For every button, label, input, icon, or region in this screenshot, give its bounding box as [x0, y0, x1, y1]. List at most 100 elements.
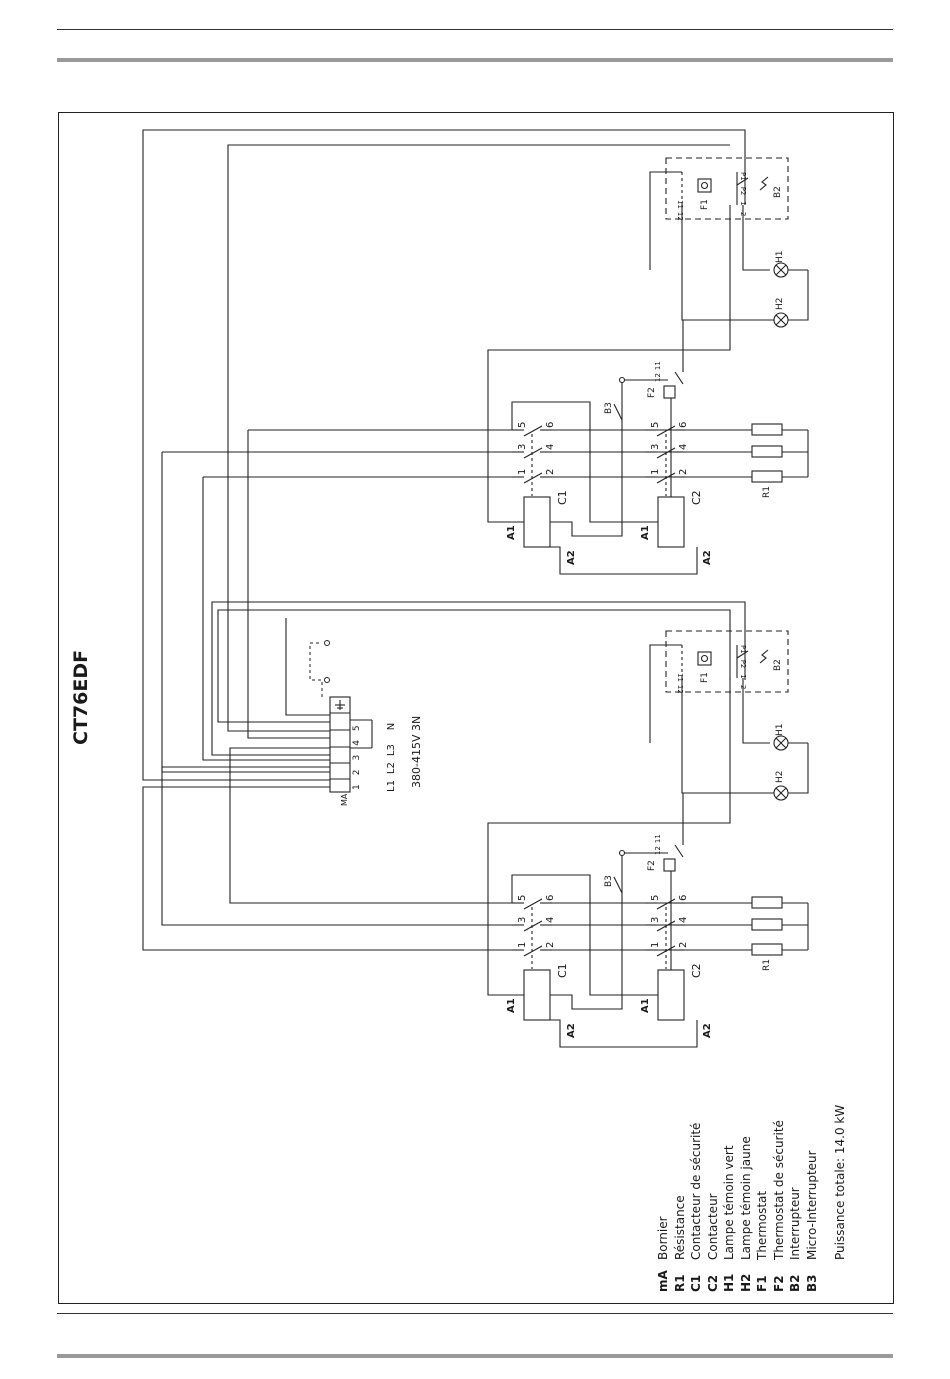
label-a2-lower-c2: A2 — [702, 1023, 713, 1038]
label-a1-upper-c2: A1 — [640, 525, 651, 540]
legend-text: Lampe témoin vert — [722, 1145, 736, 1260]
legend-text: Bornier — [656, 1216, 670, 1260]
contact-3-upper-c1: 3 — [517, 443, 528, 450]
contact-3-upper-c2: 3 — [650, 443, 661, 450]
contact-3-lower-c1: 3 — [517, 916, 528, 923]
supply-voltage: 380-415V 3N — [410, 715, 423, 788]
b2-p2: P2 — [739, 659, 747, 669]
f2-t12: 12 — [654, 846, 662, 855]
f2-terminals-upper: 12 11 — [654, 361, 662, 382]
ground-icon — [335, 700, 345, 710]
contact-5-upper-c1: 5 — [517, 421, 528, 428]
contact-5-lower-c1: 5 — [517, 894, 528, 901]
top-thick-rule — [57, 58, 893, 62]
label-f1-upper: F1 — [700, 199, 710, 210]
legend-row: H1Lampe témoin vert — [721, 1105, 738, 1292]
line-l3: L3 — [386, 744, 397, 757]
terminal-5: 5 — [352, 725, 362, 732]
line-l1: L1 — [386, 780, 397, 792]
document-title: CT76EDF — [70, 649, 92, 745]
label-b3-upper: B3 — [604, 402, 614, 414]
label-c1-upper: C1 — [556, 490, 569, 505]
legend-text: Résistance — [672, 1195, 687, 1260]
b2-1: 1 — [739, 674, 747, 679]
legend-code: C1 — [689, 1274, 703, 1292]
legend-code: B3 — [804, 1274, 819, 1293]
terminal-2: 2 — [352, 769, 362, 776]
f2-t12: 12 — [654, 373, 662, 382]
contact-2-upper-c1: 2 — [545, 468, 556, 475]
f1-t11: 11 — [676, 673, 684, 682]
label-r1-lower: R1 — [762, 959, 772, 971]
legend-text: Thermostat de sécurité — [771, 1120, 786, 1260]
label-h1-upper: H1 — [775, 250, 785, 264]
label-a2-upper-c1: A2 — [566, 550, 577, 565]
bottom-thin-rule — [57, 1313, 893, 1314]
label-c1-lower: C1 — [556, 963, 569, 978]
legend-code: R1 — [672, 1274, 687, 1292]
contact-2-lower-c1: 2 — [545, 941, 556, 948]
legend-code: B2 — [788, 1274, 802, 1293]
schematic-frame — [58, 112, 894, 1304]
f1-t12: 12 — [676, 211, 684, 221]
contact-6-upper-c1: 6 — [545, 421, 556, 428]
label-f2-lower: F2 — [647, 860, 657, 871]
f2-t11: 11 — [654, 834, 662, 844]
label-a2-lower-c1: A2 — [566, 1023, 577, 1038]
contact-6-lower-c1: 6 — [545, 894, 556, 901]
heating-unit-lower — [160, 629, 810, 1049]
contact-1-upper-c1: 1 — [517, 468, 528, 475]
label-b2-upper: B2 — [773, 186, 783, 198]
b2-2: 2 — [739, 211, 747, 217]
b2-p1: P1 — [739, 645, 747, 654]
contact-1-upper-c2: 1 — [650, 468, 661, 475]
legend-row: B3Micro-Interrupteur — [804, 1105, 821, 1292]
legend-row: F1 Thermostat — [754, 1105, 771, 1292]
heating-unit-upper — [160, 156, 810, 576]
legend-text: Lampe témoin jaune — [738, 1136, 753, 1260]
contact-4-lower-c2: 4 — [678, 916, 689, 923]
terminal-block-name: MA — [340, 793, 349, 806]
line-labels: L1 L2 L3 N — [386, 723, 397, 792]
contact-3-lower-c2: 3 — [650, 916, 661, 923]
legend-code: C2 — [705, 1274, 720, 1292]
label-h1-lower: H1 — [775, 723, 785, 737]
legend-text: Contacteur — [705, 1193, 720, 1260]
b2-2: 2 — [739, 684, 747, 690]
line-n: N — [386, 722, 397, 731]
legend-code: F1 — [755, 1275, 769, 1292]
contact-6-upper-c2: 6 — [678, 421, 689, 428]
label-a1-lower-c1: A1 — [506, 998, 517, 1013]
terminal-3: 3 — [352, 754, 362, 761]
legend: mABornier R1 Résistance C1 Contacteur de s… — [655, 1105, 849, 1292]
contact-2-lower-c2: 2 — [678, 941, 689, 948]
b2-1: 1 — [739, 201, 747, 206]
legend-row: H2Lampe témoin jaune — [738, 1105, 755, 1292]
bottom-thick-rule — [57, 1354, 893, 1358]
b2-terminals-lower: P1 P2 1 2 — [739, 645, 747, 689]
legend-row: C1 Contacteur de sécurité — [688, 1105, 705, 1292]
terminal-4: 4 — [352, 740, 362, 746]
legend-text: Interrupteur — [788, 1187, 802, 1260]
contact-4-upper-c1: 4 — [545, 443, 556, 450]
contact-1-lower-c2: 1 — [650, 941, 661, 948]
f1-terminals-upper: 11 12 — [676, 200, 684, 221]
f1-terminals-lower: 11 12 — [676, 673, 684, 694]
label-r1-upper: R1 — [762, 486, 772, 498]
b2-p1: P1 — [739, 172, 747, 181]
external-contact — [309, 640, 330, 697]
contact-4-lower-c1: 4 — [545, 916, 556, 923]
contact-6-lower-c2: 6 — [678, 894, 689, 901]
legend-text: Contacteur de sécurité — [689, 1122, 703, 1260]
label-c2-lower: C2 — [690, 963, 703, 978]
power-total: Puissance totale: 14.0 kW — [833, 1104, 847, 1260]
b2-terminals-upper: P1 P2 1 2 — [739, 172, 747, 216]
legend-text: Thermostat — [755, 1190, 769, 1260]
legend-row: R1 Résistance — [672, 1105, 689, 1292]
label-a1-upper-c1: A1 — [506, 525, 517, 540]
f1-t11: 11 — [676, 200, 684, 209]
f2-t11: 11 — [654, 361, 662, 371]
legend-row: mABornier — [655, 1105, 672, 1292]
legend-code: F2 — [771, 1275, 786, 1292]
label-a2-upper-c2: A2 — [702, 550, 713, 565]
